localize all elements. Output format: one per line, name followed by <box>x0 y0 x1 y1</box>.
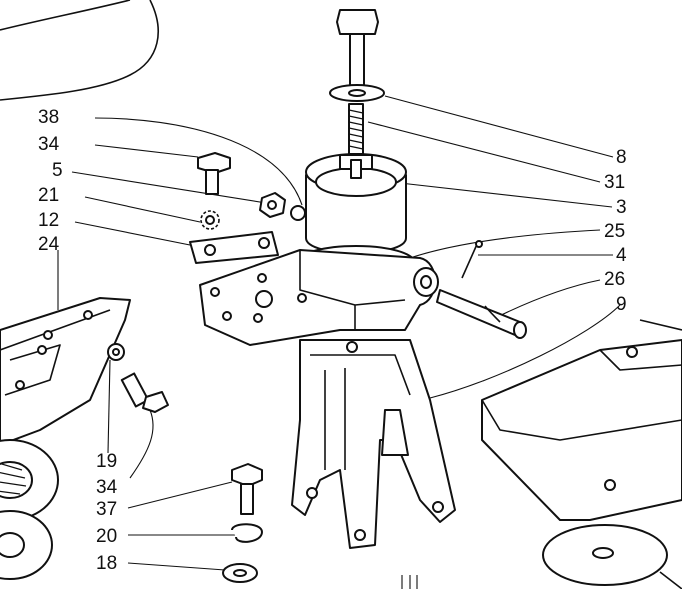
callout-31: 31 <box>604 172 626 193</box>
leader-34a <box>94 144 199 158</box>
callout-21: 21 <box>38 185 60 206</box>
callout-4: 4 <box>616 245 627 266</box>
leader-31 <box>367 121 601 183</box>
leader-lines <box>57 95 621 571</box>
leader-12 <box>74 221 206 249</box>
leader-5 <box>71 171 267 204</box>
callout-20: 20 <box>96 526 118 547</box>
callout-34-upper: 34 <box>38 134 60 155</box>
right-side-housing <box>481 319 682 521</box>
callout-37: 37 <box>96 499 118 520</box>
leader-3 <box>399 182 613 208</box>
leader-18 <box>127 562 226 571</box>
tall-support-bracket <box>291 339 456 549</box>
callout-25: 25 <box>604 221 626 242</box>
pivot-pin <box>436 289 527 339</box>
callout-8: 8 <box>616 147 627 168</box>
tick-marks <box>401 575 418 589</box>
small-fasteners-lower <box>107 343 263 583</box>
pulley-wheel <box>0 439 59 580</box>
leader-38 <box>94 117 303 206</box>
disc-washer <box>542 524 682 589</box>
left-side-bracket <box>0 297 131 446</box>
rubber-mount <box>305 153 407 254</box>
mount-bracket-plate <box>199 249 439 346</box>
leader-19 <box>107 359 111 454</box>
leader-25 <box>409 229 601 259</box>
cotter-pin <box>461 240 483 279</box>
hand-silhouette <box>0 0 159 101</box>
callout-34-lower: 34 <box>96 477 118 498</box>
callout-5: 5 <box>52 160 63 181</box>
leader-8 <box>384 95 614 158</box>
leader-34b <box>129 409 154 479</box>
leader-21 <box>84 196 201 223</box>
leader-37 <box>127 481 233 509</box>
callout-9: 9 <box>616 294 627 315</box>
threaded-stud <box>348 103 364 155</box>
callout-24: 24 <box>38 234 60 255</box>
callout-12: 12 <box>38 210 60 231</box>
callout-19: 19 <box>96 451 118 472</box>
small-fasteners-upper <box>189 152 306 264</box>
callout-3: 3 <box>616 197 627 218</box>
leader-26 <box>494 279 601 319</box>
callout-38: 38 <box>38 107 60 128</box>
leader-9 <box>429 304 621 399</box>
callout-18: 18 <box>96 553 118 574</box>
top-bolt-with-washer <box>329 9 385 102</box>
callout-26: 26 <box>604 269 626 290</box>
